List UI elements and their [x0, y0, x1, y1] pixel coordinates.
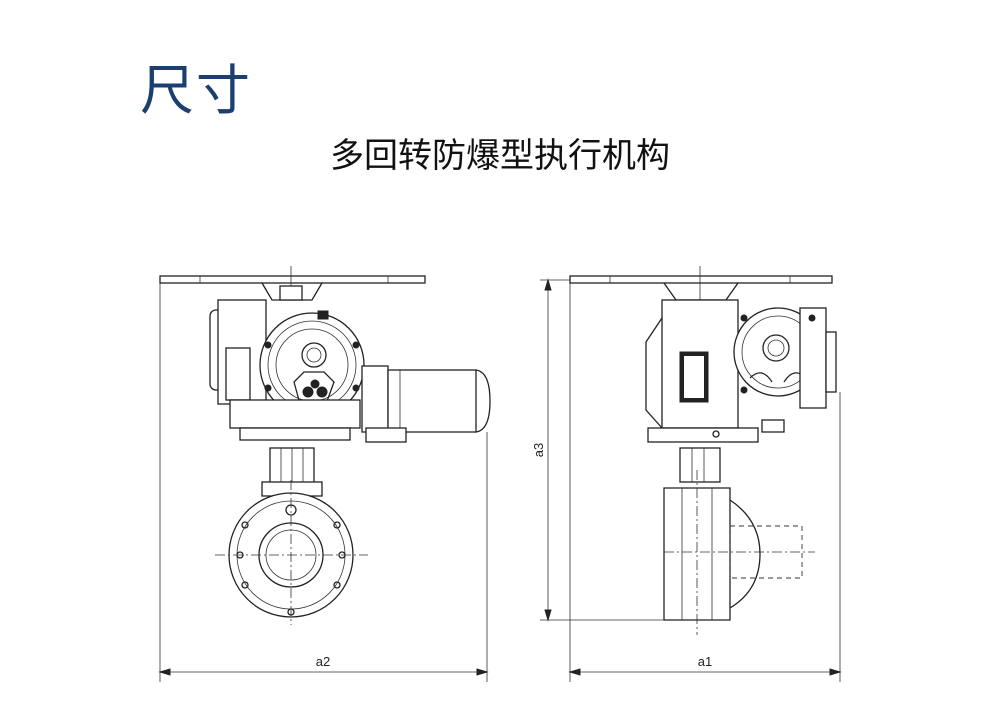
side-dimension-lines: [540, 278, 842, 682]
front-dimension-lines: [158, 283, 489, 682]
side-handwheel: [569, 275, 833, 284]
front-handwheel: [159, 275, 426, 284]
side-valve-body: [663, 487, 731, 621]
page-title: 尺寸: [140, 59, 252, 122]
dimension-label-a2: a2: [316, 654, 330, 669]
page-subtitle: 多回转防爆型执行机构: [330, 136, 670, 176]
dimension-label-a3: a3: [531, 443, 546, 457]
dimension-label-a1: a1: [698, 654, 712, 669]
front-view-drawing: [159, 266, 491, 625]
side-view-drawing: [569, 266, 837, 635]
front-motor: [387, 369, 477, 433]
